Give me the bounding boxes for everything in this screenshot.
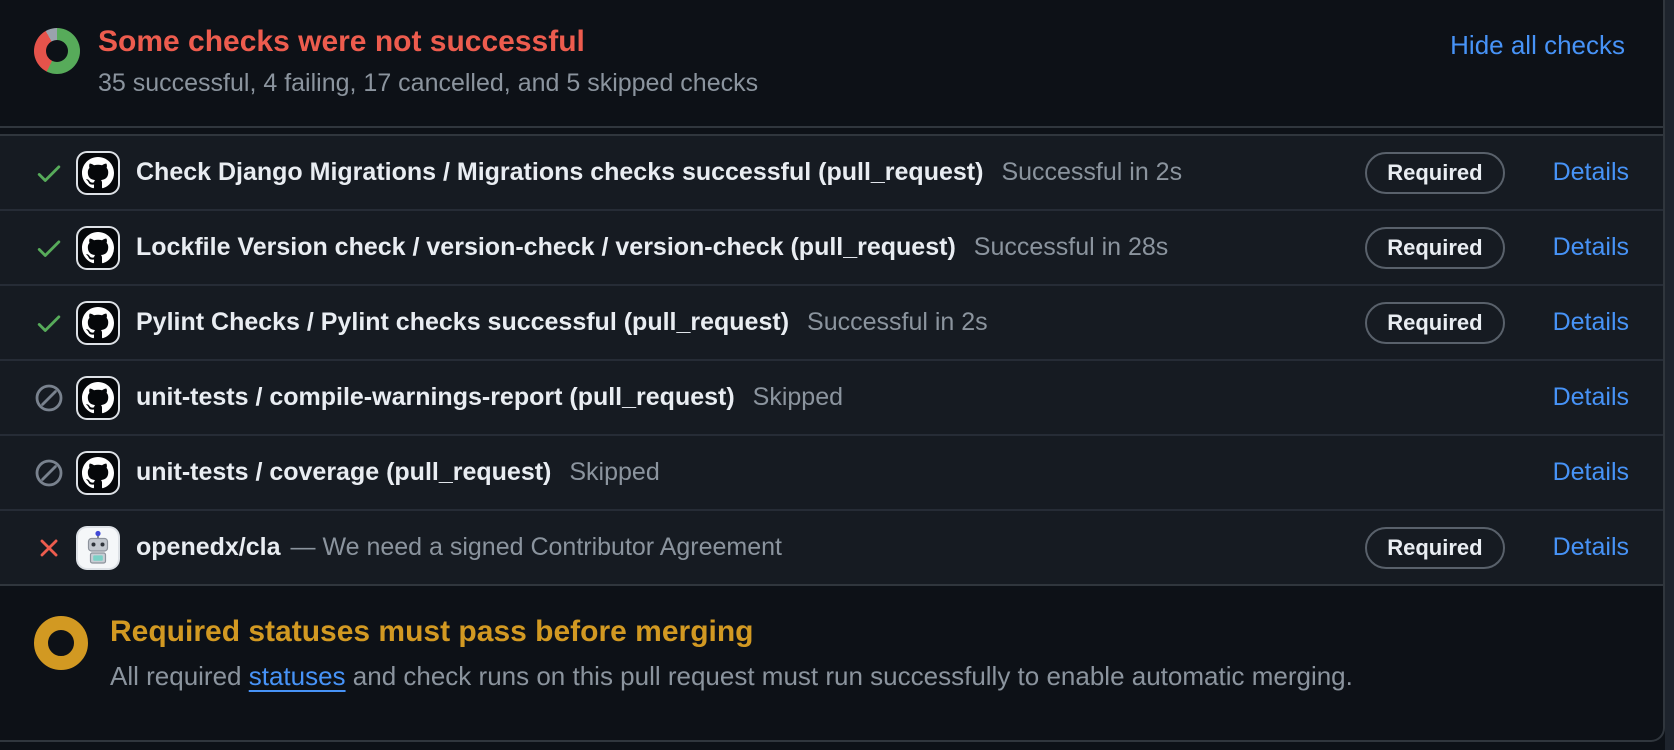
merge-requirement-section: Required statuses must pass before mergi… [0, 584, 1663, 740]
check-circle-icon [34, 158, 64, 188]
check-name: unit-tests / coverage (pull_request) [136, 458, 552, 486]
description-prefix: All required [110, 661, 249, 691]
skipped-icon [34, 458, 64, 488]
check-status-text: Successful in 2s [807, 308, 988, 336]
description-suffix: and check runs on this pull request must… [345, 661, 1353, 691]
x-icon [34, 533, 64, 563]
details-link[interactable]: Details [1552, 458, 1629, 486]
skipped-icon [34, 383, 64, 413]
checks-summary-header: Some checks were not successful 35 succe… [0, 0, 1663, 128]
check-description: — We need a signed Contributor Agreement [290, 533, 783, 561]
check-status-text: Successful in 28s [973, 233, 1169, 261]
github-logo [78, 302, 118, 343]
required-badge: Required [1365, 301, 1505, 344]
check-row: openedx/cla — We need a signed Contribut… [0, 511, 1663, 584]
check-row: unit-tests / compile-warnings-report (pu… [0, 361, 1663, 436]
statuses-link[interactable]: statuses [248, 661, 346, 691]
github-logo [78, 452, 118, 493]
checks-summary-subtitle: 35 successful, 4 failing, 17 cancelled, … [98, 69, 759, 97]
github-logo [78, 152, 118, 193]
merge-requirement-title: Required statuses must pass before mergi… [110, 615, 754, 648]
check-row: unit-tests / coverage (pull_request) Ski… [0, 436, 1663, 511]
check-name: Check Django Migrations / Migrations che… [136, 158, 984, 186]
github-logo [78, 377, 118, 418]
check-row: Check Django Migrations / Migrations che… [0, 136, 1663, 211]
required-badge: Required [1365, 526, 1505, 569]
details-link[interactable]: Details [1552, 383, 1629, 411]
checks-donut-chart [34, 28, 80, 74]
required-status-ring-icon [34, 616, 88, 670]
merge-requirement-description: All required statuses and check runs on … [110, 660, 1353, 692]
details-link[interactable]: Details [1552, 233, 1629, 261]
scrollbar[interactable] [1665, 0, 1674, 750]
required-badge: Required [1365, 151, 1505, 194]
details-link[interactable]: Details [1552, 158, 1629, 186]
github-logo [78, 227, 118, 268]
check-row: Pylint Checks / Pylint checks successful… [0, 286, 1663, 361]
check-name: Pylint Checks / Pylint checks successful… [136, 308, 790, 336]
check-status-text: Skipped [569, 458, 660, 486]
check-name: Lockfile Version check / version-check /… [136, 233, 956, 261]
robot-avatar [78, 527, 118, 568]
check-row: Lockfile Version check / version-check /… [0, 211, 1663, 286]
check-name: unit-tests / compile-warnings-report (pu… [136, 383, 735, 411]
checks-summary-title: Some checks were not successful [98, 25, 585, 58]
check-circle-icon [34, 308, 64, 338]
required-badge: Required [1365, 226, 1505, 269]
checks-list: Check Django Migrations / Migrations che… [0, 134, 1663, 584]
check-status-text: Skipped [752, 383, 844, 411]
check-status-text: Successful in 2s [1001, 158, 1183, 186]
hide-all-checks-link[interactable]: Hide all checks [1450, 30, 1625, 60]
details-link[interactable]: Details [1552, 308, 1629, 336]
details-link[interactable]: Details [1552, 533, 1629, 561]
check-circle-icon [34, 233, 64, 263]
check-name: openedx/cla [136, 533, 281, 561]
